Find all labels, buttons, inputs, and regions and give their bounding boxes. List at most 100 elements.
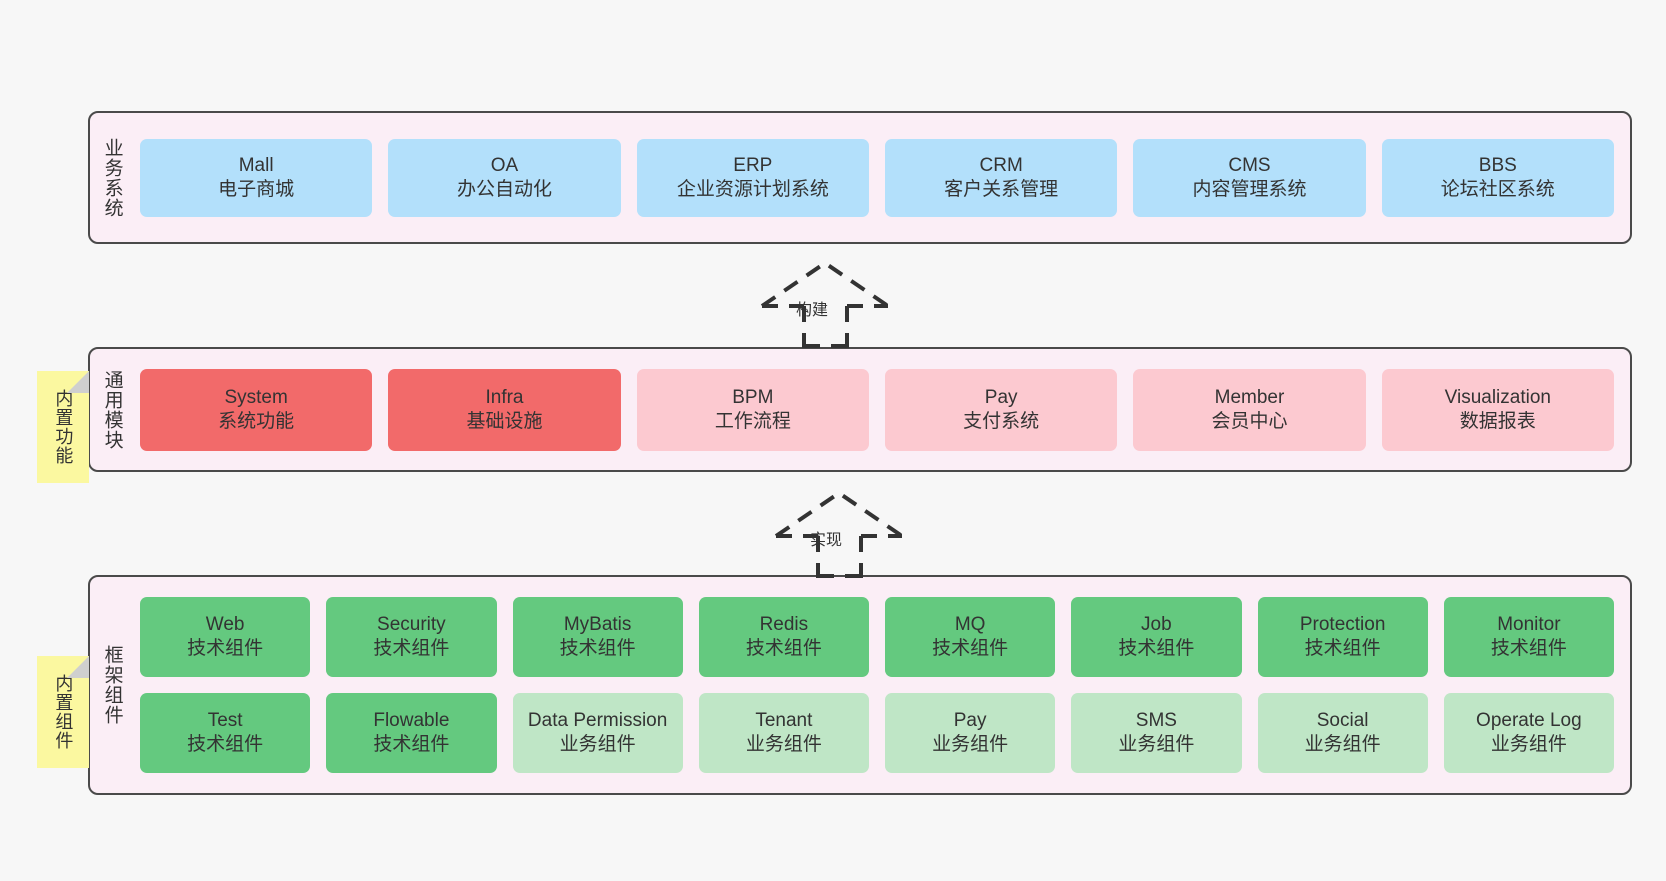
node-subtitle: 办公自动化 [456, 178, 552, 200]
node-visualization[interactable]: Visualization 数据报表 [1381, 368, 1614, 451]
node-subtitle: 业务组件 [745, 734, 822, 755]
node-title: MyBatis [563, 614, 632, 636]
node-redis[interactable]: Redis 技术组件 [698, 597, 869, 677]
node-mybatis[interactable]: MyBatis 技术组件 [512, 597, 683, 677]
node-oa[interactable]: OA 办公自动化 [388, 138, 621, 217]
node-subtitle: 技术组件 [932, 638, 1009, 659]
node-cms[interactable]: CMS 内容管理系统 [1133, 138, 1366, 217]
layer-row: System 系统功能 Infra 基础设施 BPM 工作流程 Pay 支付系统… [140, 368, 1614, 451]
node-title: Infra [485, 386, 524, 408]
node-pay-component[interactable]: Pay 业务组件 [885, 693, 1056, 773]
node-flowable[interactable]: Flowable 技术组件 [326, 693, 497, 773]
node-bpm[interactable]: BPM 工作流程 [636, 368, 869, 451]
node-title: Security [377, 614, 446, 636]
node-title: Web [205, 614, 245, 636]
node-subtitle: 论坛社区系统 [1440, 178, 1555, 200]
node-subtitle: 技术组件 [1490, 638, 1567, 659]
node-subtitle: 业务组件 [932, 734, 1009, 755]
node-title: Social [1316, 710, 1369, 732]
node-title: Pay [984, 386, 1018, 408]
node-title: OA [490, 154, 519, 176]
node-system[interactable]: System 系统功能 [140, 368, 373, 451]
layer-row: Test 技术组件 Flowable 技术组件 Data Permission … [140, 693, 1614, 773]
connector-build: 构建 [755, 258, 899, 348]
node-operate-log[interactable]: Operate Log 业务组件 [1443, 693, 1614, 773]
node-mq[interactable]: MQ 技术组件 [885, 597, 1056, 677]
sticky-note-builtin-functions[interactable]: 内置功能 [37, 371, 89, 483]
layer-framework-components: 框架组件 Web 技术组件 Security 技术组件 MyBatis 技术组件… [88, 575, 1632, 795]
node-sms[interactable]: SMS 业务组件 [1071, 693, 1242, 773]
node-title: CRM [979, 154, 1023, 176]
node-subtitle: 技术组件 [187, 638, 264, 659]
node-subtitle: 工作流程 [714, 410, 791, 432]
layer-common-modules: 通用模块 System 系统功能 Infra 基础设施 BPM 工作流程 Pay… [88, 347, 1632, 472]
node-subtitle: 技术组件 [745, 638, 822, 659]
layer-row: Mall 电子商城 OA 办公自动化 ERP 企业资源计划系统 CRM 客户关系… [140, 138, 1614, 217]
node-subtitle: 技术组件 [373, 638, 450, 659]
node-subtitle: 业务组件 [559, 734, 636, 755]
node-pay-module[interactable]: Pay 支付系统 [884, 368, 1118, 451]
node-title: ERP [733, 154, 773, 176]
node-title: Monitor [1497, 614, 1561, 636]
node-member[interactable]: Member 会员中心 [1133, 368, 1366, 451]
dashed-generalization-arrow-icon [774, 490, 904, 578]
node-data-permission[interactable]: Data Permission 业务组件 [512, 693, 683, 773]
node-test[interactable]: Test 技术组件 [140, 693, 311, 773]
node-tenant[interactable]: Tenant 业务组件 [698, 693, 869, 773]
node-title: SMS [1135, 710, 1177, 732]
layer-row: Web 技术组件 Security 技术组件 MyBatis 技术组件 Redi… [140, 597, 1614, 677]
node-subtitle: 技术组件 [373, 734, 450, 755]
node-job[interactable]: Job 技术组件 [1071, 597, 1242, 677]
node-title: Member [1214, 386, 1285, 408]
node-title: Pay [953, 710, 987, 732]
node-subtitle: 基础设施 [466, 410, 543, 432]
dashed-generalization-arrow-icon [760, 260, 890, 348]
node-bbs[interactable]: BBS 论坛社区系统 [1381, 138, 1614, 217]
node-title: Data Permission [527, 710, 668, 732]
node-title: BBS [1478, 154, 1517, 176]
node-subtitle: 客户关系管理 [944, 178, 1059, 200]
layer-title-business: 业务系统 [101, 137, 123, 218]
node-subtitle: 企业资源计划系统 [676, 178, 829, 200]
node-protection[interactable]: Protection 技术组件 [1257, 597, 1428, 677]
node-title: Test [207, 710, 243, 732]
node-title: Mall [238, 154, 274, 176]
layer-body-framework: Web 技术组件 Security 技术组件 MyBatis 技术组件 Redi… [134, 577, 1630, 793]
node-title: System [224, 386, 288, 408]
node-subtitle: 支付系统 [963, 410, 1040, 432]
node-social[interactable]: Social 业务组件 [1257, 693, 1428, 773]
sticky-note-builtin-components[interactable]: 内置组件 [37, 656, 89, 768]
node-subtitle: 技术组件 [559, 638, 636, 659]
node-title: Protection [1299, 614, 1386, 636]
node-subtitle: 系统功能 [218, 410, 295, 432]
sticky-note-label: 内置组件 [53, 674, 74, 750]
layer-title-framework: 框架组件 [101, 645, 123, 725]
node-subtitle: 数据报表 [1459, 410, 1536, 432]
node-subtitle: 业务组件 [1304, 734, 1381, 755]
node-title: Job [1141, 614, 1172, 636]
node-subtitle: 业务组件 [1490, 734, 1567, 755]
connector-implement: 实现 [769, 488, 913, 578]
node-title: CMS [1228, 154, 1271, 176]
layer-title-modules: 通用模块 [101, 369, 123, 450]
node-subtitle: 内容管理系统 [1192, 178, 1307, 200]
node-monitor[interactable]: Monitor 技术组件 [1443, 597, 1614, 677]
node-subtitle: 电子商城 [218, 178, 295, 200]
node-web[interactable]: Web 技术组件 [140, 597, 311, 677]
layer-body-modules: System 系统功能 Infra 基础设施 BPM 工作流程 Pay 支付系统… [134, 349, 1630, 470]
node-subtitle: 技术组件 [1304, 638, 1381, 659]
node-title: Operate Log [1476, 710, 1582, 732]
node-crm[interactable]: CRM 客户关系管理 [884, 138, 1118, 217]
node-mall[interactable]: Mall 电子商城 [140, 138, 373, 217]
node-title: MQ [954, 614, 986, 636]
node-title: BPM [732, 386, 774, 408]
node-subtitle: 技术组件 [1118, 638, 1195, 659]
node-erp[interactable]: ERP 企业资源计划系统 [636, 138, 869, 217]
node-subtitle: 会员中心 [1211, 410, 1288, 432]
node-title: Redis [759, 614, 809, 636]
layer-body-business: Mall 电子商城 OA 办公自动化 ERP 企业资源计划系统 CRM 客户关系… [134, 113, 1630, 242]
node-subtitle: 业务组件 [1118, 734, 1195, 755]
node-security[interactable]: Security 技术组件 [326, 597, 497, 677]
node-infra[interactable]: Infra 基础设施 [388, 368, 621, 451]
